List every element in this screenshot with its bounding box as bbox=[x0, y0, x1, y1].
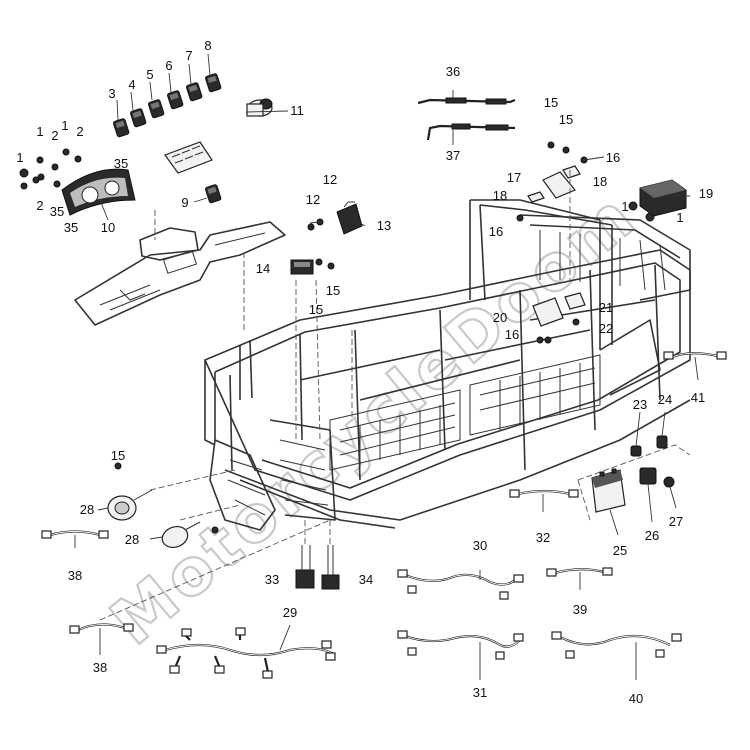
callout-33: 33 bbox=[265, 572, 279, 587]
callout-5: 5 bbox=[146, 67, 153, 82]
leader-lines bbox=[74, 53, 699, 680]
callout-2: 2 bbox=[51, 128, 58, 143]
callout-34: 34 bbox=[359, 572, 373, 587]
callout-3: 3 bbox=[108, 86, 115, 101]
fasteners bbox=[19, 141, 655, 534]
callout-10: 10 bbox=[101, 220, 115, 235]
power-socket bbox=[246, 98, 273, 117]
callout-14: 14 bbox=[256, 261, 270, 276]
callout-20: 20 bbox=[493, 310, 507, 325]
callout-16: 16 bbox=[505, 327, 519, 342]
callout-32: 32 bbox=[536, 530, 550, 545]
callout-15: 15 bbox=[111, 448, 125, 463]
callout-38: 38 bbox=[93, 660, 107, 675]
callout-35: 35 bbox=[64, 220, 78, 235]
callout-28: 28 bbox=[125, 532, 139, 547]
callout-19: 19 bbox=[699, 186, 713, 201]
callout-11: 11 bbox=[290, 103, 304, 118]
callout-4: 4 bbox=[128, 77, 135, 92]
callout-28: 28 bbox=[80, 502, 94, 517]
callout-15: 15 bbox=[309, 302, 323, 317]
callout-31: 31 bbox=[473, 685, 487, 700]
instrument-cluster bbox=[61, 168, 136, 216]
callout-16: 16 bbox=[606, 150, 620, 165]
callout-1: 1 bbox=[676, 210, 683, 225]
callout-23: 23 bbox=[633, 397, 647, 412]
relay-14 bbox=[290, 259, 314, 275]
callout-24: 24 bbox=[658, 392, 672, 407]
callout-35: 35 bbox=[50, 204, 64, 219]
callout-2: 2 bbox=[36, 198, 43, 213]
callout-36: 36 bbox=[446, 64, 460, 79]
callout-1: 1 bbox=[16, 150, 23, 165]
callout-30: 30 bbox=[473, 538, 487, 553]
callout-38: 38 bbox=[68, 568, 82, 583]
callout-1: 1 bbox=[36, 124, 43, 139]
callout-41: 41 bbox=[691, 390, 705, 405]
svg-text:MotorcycleDoom: MotorcycleDoom bbox=[98, 179, 652, 660]
chassis-frame bbox=[204, 199, 691, 531]
cable-37 bbox=[426, 123, 516, 141]
callout-labels: 1 1 1 1 1 2 2 2 3 4 5 6 7 8 9 10 11 12 1… bbox=[16, 38, 713, 706]
battery-box bbox=[577, 435, 691, 521]
callout-13: 13 bbox=[377, 218, 391, 233]
connectors-33-34 bbox=[295, 545, 340, 590]
callout-27: 27 bbox=[669, 514, 683, 529]
callout-37: 37 bbox=[446, 148, 460, 163]
callout-1: 1 bbox=[61, 118, 68, 133]
switch-plate bbox=[164, 141, 213, 174]
callout-17: 17 bbox=[507, 170, 521, 185]
callout-2: 2 bbox=[76, 124, 83, 139]
callout-35: 35 bbox=[114, 156, 128, 171]
callout-18: 18 bbox=[593, 174, 607, 189]
callout-18: 18 bbox=[493, 188, 507, 203]
callout-8: 8 bbox=[204, 38, 211, 53]
callout-39: 39 bbox=[573, 602, 587, 617]
dashboard-panel bbox=[74, 221, 286, 326]
callout-29: 29 bbox=[283, 605, 297, 620]
callout-15: 15 bbox=[326, 283, 340, 298]
callout-12: 12 bbox=[323, 172, 337, 187]
callout-16: 16 bbox=[489, 224, 503, 239]
callout-40: 40 bbox=[629, 691, 643, 706]
callout-7: 7 bbox=[185, 48, 192, 63]
callout-25: 25 bbox=[613, 543, 627, 558]
wire-harnesses bbox=[41, 351, 727, 679]
rear-modules bbox=[527, 165, 687, 327]
callout-15: 15 bbox=[544, 95, 558, 110]
callout-26: 26 bbox=[645, 528, 659, 543]
watermark: MotorcycleDoom bbox=[96, 178, 652, 661]
callout-9: 9 bbox=[181, 195, 188, 210]
callout-22: 22 bbox=[599, 321, 613, 336]
callout-21: 21 bbox=[599, 300, 613, 315]
callout-15: 15 bbox=[559, 112, 573, 127]
relay-module bbox=[336, 201, 363, 235]
cable-36 bbox=[417, 97, 516, 105]
callout-12: 12 bbox=[306, 192, 320, 207]
callout-6: 6 bbox=[165, 58, 172, 73]
rocker-switches bbox=[113, 73, 222, 204]
horns bbox=[107, 489, 201, 548]
callout-1: 1 bbox=[621, 199, 628, 214]
